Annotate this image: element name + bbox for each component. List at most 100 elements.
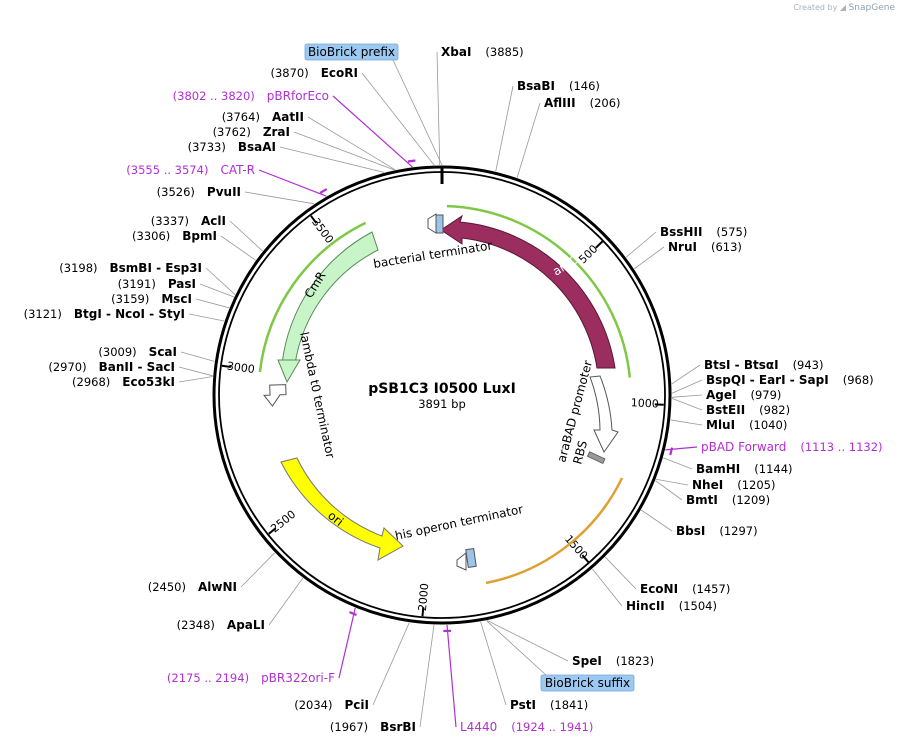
tick-mark-3500 — [310, 215, 318, 224]
leader-enzyme-bamhi — [663, 457, 693, 470]
enzyme-apali-pos: (2348) — [177, 618, 215, 632]
primer-l4440-pos: (1924 .. 1941) — [511, 720, 593, 734]
enzyme-alwni-name: AlwNI — [198, 580, 237, 594]
enzyme-bbsi-name: BbsI — [676, 524, 705, 538]
leader-enzyme-bsshii — [625, 231, 657, 258]
enzyme-scai-name: ScaI — [149, 345, 177, 359]
enzyme-afliii-pos: (206) — [590, 96, 621, 110]
enzyme-msci-name: MscI — [161, 292, 192, 306]
leader-enzyme-banii-saci — [178, 366, 213, 377]
enzyme-btsi-bts-i-name: BtsI - BtsαI — [704, 358, 779, 372]
enzyme-spei-pos: (1823) — [616, 654, 654, 668]
feature-his-terminator — [456, 551, 467, 571]
enzyme-nrui-pos: (613) — [711, 240, 742, 254]
primer-pbrforeco-name: pBRforEco — [267, 89, 329, 103]
leader-primer-pbrforeco — [332, 95, 413, 168]
label-enzyme-bsteii: BstEII(982) — [706, 403, 790, 417]
primer-mark-primer-pbad-forward — [669, 447, 674, 456]
feature-highlight-arcs — [258, 204, 632, 585]
enzyme-psti-name: PstI — [510, 698, 536, 712]
enzyme-bmti-pos: (1209) — [732, 493, 770, 507]
enzyme-spei-name: SpeI — [572, 654, 602, 668]
enzyme-bsrbi-pos: (1967) — [330, 720, 368, 734]
label-enzyme-pcii: (2034)PciI — [294, 698, 369, 712]
leader-enzyme-bspqi-eari-sapi — [671, 379, 703, 394]
primer-cat-r-name: CAT-R — [220, 163, 255, 177]
orange-highlight-arc — [485, 477, 624, 585]
feature-bacterial-terminator-box — [435, 214, 444, 234]
credit-prefix: Created by — [793, 3, 838, 12]
label-primer-pbad-forward: pBAD Forward(1113 .. 1132) — [701, 440, 883, 454]
label-enzyme-btsi-bts-i: BtsI - BtsαI(943) — [704, 358, 824, 372]
site-labels: XbaI(3885)BsaBI(146)AflIII(206)BssHII(57… — [24, 43, 883, 734]
leader-enzyme-scai — [180, 351, 215, 362]
enzyme-bsteii-name: BstEII — [706, 403, 745, 417]
enzyme-bsaai-name: BsaAI — [238, 140, 276, 154]
leader-enzyme-agei — [671, 394, 703, 398]
label-enzyme-bsshii: BssHII(575) — [660, 225, 747, 239]
enzyme-zrai-name: ZraI — [263, 125, 290, 139]
primer-cat-r-pos: (3555 .. 3574) — [126, 163, 208, 177]
enzyme-pasi-name: PasI — [168, 277, 196, 291]
leader-enzyme-afliii — [516, 102, 541, 178]
leader-boxed-biobrick-prefix — [392, 59, 443, 166]
label-enzyme-hincii: HincII(1504) — [626, 599, 717, 613]
primer-mark-primer-pbrforeco — [407, 159, 416, 163]
tick-label-1000: 1000 — [631, 396, 660, 410]
leader-enzyme-aatii — [307, 116, 396, 171]
label-enzyme-bmti: BmtI(1209) — [686, 493, 770, 507]
leader-enzyme-mlui — [670, 419, 703, 426]
enzyme-bamhi-pos: (1144) — [754, 462, 792, 476]
enzyme-btgi-ncoi-styi-pos: (3121) — [24, 307, 62, 321]
enzyme-bsabi-name: BsaBI — [517, 79, 555, 93]
snapgene-credit: Created by ◢ SnapGene — [793, 3, 895, 13]
label-enzyme-alwni: (2450)AlwNI — [148, 580, 237, 594]
leader-enzyme-bpmi — [220, 235, 256, 261]
label-primer-cat-r: (3555 .. 3574) CAT-R — [126, 163, 255, 177]
boxed-biobrick-suffix-box — [540, 674, 635, 692]
arac-highlight-arc — [446, 204, 632, 378]
enzyme-ecori-pos: (3870) — [270, 66, 308, 80]
leader-enzyme-alwni — [240, 552, 275, 588]
enzyme-bsrbi-name: BsrBI — [380, 720, 416, 734]
leader-enzyme-xbai — [436, 51, 441, 166]
leader-enzyme-pasi — [199, 283, 235, 298]
leader-enzyme-hincii — [592, 568, 623, 607]
enzyme-xbai-pos: (3885) — [485, 45, 523, 59]
label-enzyme-bbsi: BbsI(1297) — [676, 524, 758, 538]
plasmid-name: pSB1C3 I0500 LuxI — [368, 381, 516, 397]
tick-label-2500: 2500 — [268, 508, 298, 536]
plasmid-length: 3891 bp — [418, 397, 466, 411]
cmr-highlight-arc — [258, 221, 367, 373]
leader-enzyme-bsteii — [671, 398, 703, 411]
enzyme-xbai-name: XbaI — [441, 45, 471, 59]
primer-mark-primer-pbr322ori-f — [349, 611, 357, 616]
boxed-biobrick-prefix-label: BioBrick prefix — [308, 45, 395, 59]
primer-mark-primer-cat-r — [319, 188, 328, 194]
leader-enzyme-eco53ki — [178, 376, 213, 383]
leader-lines — [178, 51, 703, 728]
tick-mark-500 — [595, 240, 604, 249]
enzyme-bpmi-name: BpmI — [182, 229, 217, 243]
tick-mark-3000 — [221, 364, 231, 368]
enzyme-eco53ki-pos: (2968) — [72, 375, 110, 389]
leader-enzyme-btgi-ncoi-styi — [188, 313, 225, 322]
leader-enzyme-pvuii — [244, 191, 315, 205]
label-enzyme-bsrbi: (1967) BsrBI — [330, 720, 416, 734]
enzyme-msci-pos: (3159) — [111, 292, 149, 306]
leader-enzyme-spei — [487, 620, 569, 662]
feature-bacterial-terminator — [427, 213, 437, 234]
label-enzyme-nrui: NruI(613) — [668, 240, 742, 254]
enzyme-nhei-pos: (1205) — [737, 478, 775, 492]
primer-pbr322ori-f-pos: (2175 .. 2194) — [167, 671, 249, 685]
enzyme-psti-pos: (1841) — [550, 698, 588, 712]
label-enzyme-bpmi: (3306)BpmI — [132, 229, 217, 243]
label-enzyme-msci: (3159) MscI — [111, 292, 192, 306]
enzyme-bamhi-name: BamHI — [696, 462, 740, 476]
boxed-biobrick-suffix-label: BioBrick suffix — [545, 676, 630, 690]
enzyme-nhei-name: NheI — [692, 478, 723, 492]
feature-his-terminator-box — [465, 547, 477, 569]
leader-enzyme-econi — [604, 556, 637, 590]
label-enzyme-psti: PstI (1841) — [510, 698, 588, 712]
label-enzyme-bspqi-eari-sapi: BspQI - EarI - SapI(968) — [706, 373, 874, 387]
